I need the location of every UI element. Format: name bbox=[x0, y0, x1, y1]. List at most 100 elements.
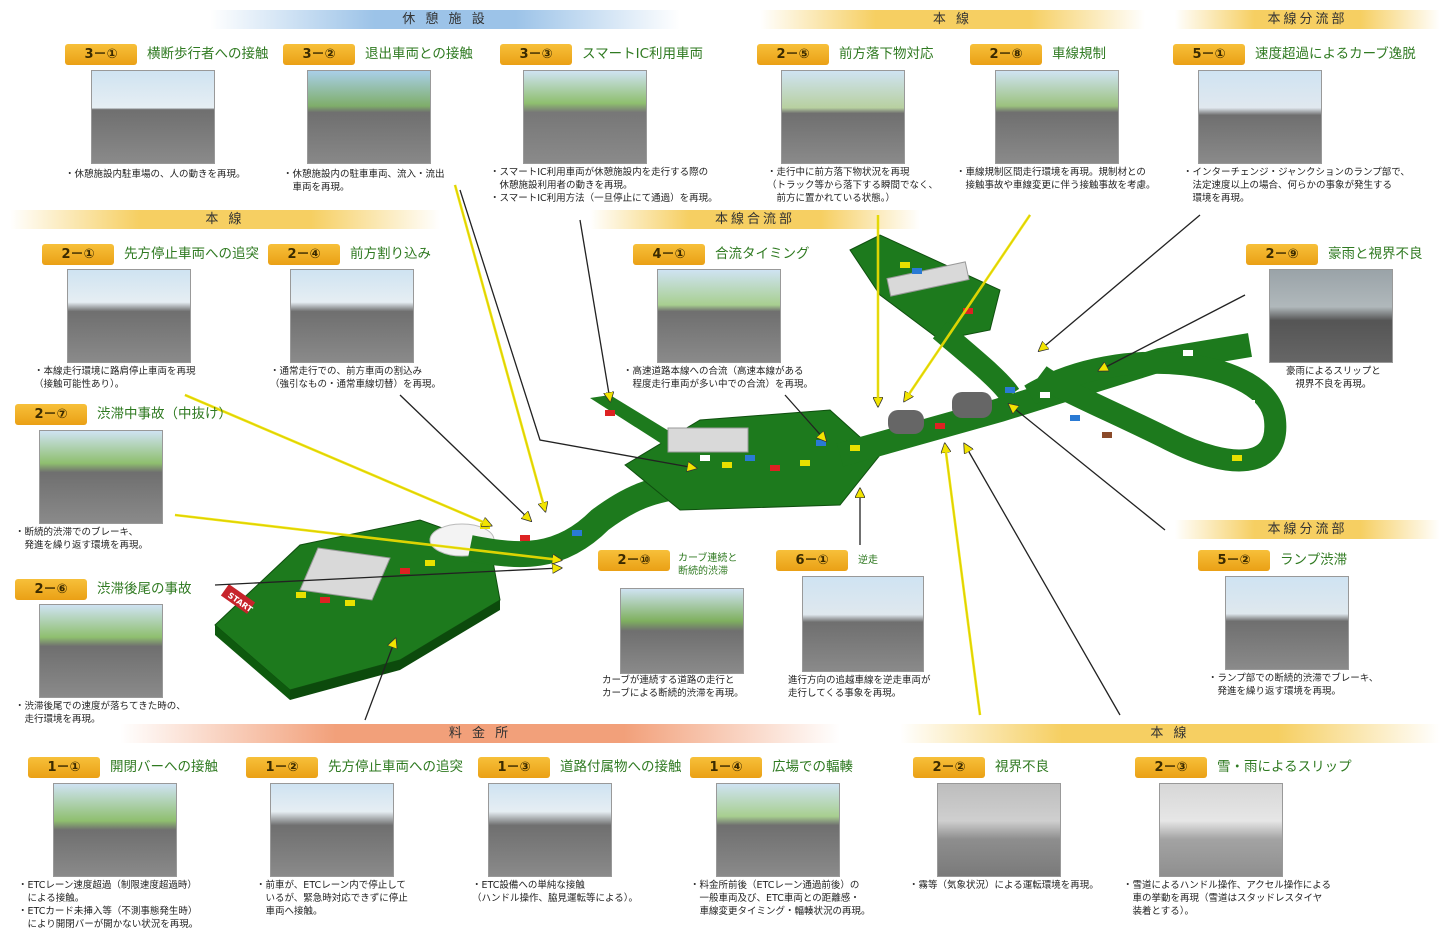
scenario-card-2-2: 2－② 視界不良 ・霧等（気象状況）による運転環境を再現。 bbox=[909, 755, 1133, 945]
scenario-title: 渋滞後尾の事故 bbox=[97, 581, 192, 597]
section-header-merge: 本線合流部 bbox=[590, 210, 920, 229]
scenario-title: スマートIC利用車両 bbox=[582, 46, 704, 62]
scenario-title: 開閉バーへの接触 bbox=[110, 759, 218, 775]
scenario-description: ・スマートIC利用車両が休憩施設内を走行する際の 休憩施設利用者の動きを再現。 … bbox=[490, 167, 718, 204]
scenario-description: ・休憩施設内駐車場の、人の動きを再現。 bbox=[65, 169, 246, 180]
scenario-screenshot bbox=[1225, 576, 1349, 670]
scenario-title: カーブ連続と 断続的渋滞 bbox=[678, 553, 738, 577]
scenario-title: 横断歩行者への接触 bbox=[147, 46, 269, 62]
scenario-card-5-2: 5－② ランプ渋滞 ・ランプ部での断続的渋滞でブレーキ、 発進を繰り返す環境を再現… bbox=[1198, 548, 1438, 708]
scenario-screenshot bbox=[307, 70, 431, 164]
scenario-description: ・渋滞後尾での速度が落ちてきた時の、 走行環境を再現。 bbox=[15, 701, 186, 725]
scenario-badge: 2－③ bbox=[1135, 757, 1207, 778]
scenario-description: カーブが連続する道路の走行と カーブによる断続的渋滞を再現。 bbox=[602, 675, 744, 699]
scenario-title: 先方停止車両への追突 bbox=[124, 246, 259, 262]
scenario-screenshot bbox=[270, 783, 394, 877]
scenario-badge: 3－③ bbox=[500, 44, 572, 65]
scenario-card-2-10: 2－⑩ カーブ連続と 断続的渋滞 カーブが連続する道路の走行と カーブによる断続的… bbox=[598, 548, 768, 708]
scenario-description: ・料金所前後（ETCレーン通過前後）の 一般車両及び、ETC車両との距離感・ 車… bbox=[690, 880, 871, 917]
scenario-card-1-4: 1－④ 広場での輻輳 ・料金所前後（ETCレーン通過前後）の 一般車両及び、ETC… bbox=[690, 755, 900, 945]
section-header-branch-right: 本線分流部 bbox=[1175, 520, 1440, 539]
scenario-screenshot bbox=[39, 604, 163, 698]
scenario-title: 車線規制 bbox=[1052, 46, 1106, 62]
section-header-branch-top: 本線分流部 bbox=[1175, 10, 1440, 29]
scenario-title: 雪・雨によるスリップ bbox=[1217, 759, 1352, 775]
scenario-screenshot bbox=[716, 783, 840, 877]
scenario-description: ・車線規制区間走行環境を再現。規制材との 接触事故や車線変更に伴う接触事故を考慮… bbox=[956, 167, 1156, 191]
scenario-badge: 2－② bbox=[913, 757, 985, 778]
scenario-card-4-1: 4－① 合流タイミング ・高速道路本線への合流（高速本線がある 程度走行車両が多い… bbox=[623, 242, 863, 397]
scenario-description: ・断続的渋滞でのブレーキ、 発進を繰り返す環境を再現。 bbox=[15, 527, 149, 551]
scenario-title: 前方割り込み bbox=[350, 246, 431, 262]
scenario-card-2-3: 2－③ 雪・雨によるスリップ ・雪道によるハンドル操作、アクセル操作による 車の挙… bbox=[1123, 755, 1405, 945]
scenario-screenshot bbox=[1159, 783, 1283, 877]
scenario-title: 広場での輻輳 bbox=[772, 759, 853, 775]
scenario-screenshot bbox=[1198, 70, 1322, 164]
scenario-description: 進行方向の追越車線を逆走車両が 走行してくる事象を再現。 bbox=[788, 675, 931, 699]
scenario-badge: 3－② bbox=[283, 44, 355, 65]
scenario-title: 速度超過によるカーブ逸脱 bbox=[1255, 46, 1416, 62]
scenario-screenshot bbox=[620, 588, 744, 674]
scenario-description: ・休憩施設内の駐車車両、流入・流出 車両を再現。 bbox=[283, 169, 445, 193]
scenario-screenshot bbox=[657, 269, 781, 363]
scenario-badge: 2－⑩ bbox=[598, 550, 670, 571]
scenario-badge: 1－② bbox=[246, 757, 318, 778]
scenario-screenshot bbox=[67, 269, 191, 363]
scenario-title: 逆走 bbox=[858, 555, 878, 566]
scenario-screenshot bbox=[523, 70, 647, 164]
scenario-badge: 2－⑦ bbox=[15, 404, 87, 425]
scenario-card-3-2: 3－② 退出車両との接触 ・休憩施設内の駐車車両、流入・流出 車両を再現。 bbox=[283, 42, 493, 202]
scenario-badge: 3－① bbox=[65, 44, 137, 65]
scenario-description: ・本線走行環境に路肩停止車両を再現 （接触可能性あり）。 bbox=[34, 366, 196, 390]
scenario-screenshot bbox=[91, 70, 215, 164]
scenario-description: ・ETCレーン速度超過（制限速度超過時） による接触。 ・ETCカード未挿入等（… bbox=[18, 880, 199, 930]
scenario-description: ・雪道によるハンドル操作、アクセル操作による 車の挙動を再現（雪道はスタッドレス… bbox=[1123, 880, 1331, 917]
scenario-card-2-1: 2－① 先方停止車両への追突 ・本線走行環境に路肩停止車両を再現 （接触可能性あり… bbox=[34, 242, 262, 397]
section-header-mainline-bottom: 本 線 bbox=[900, 724, 1440, 743]
section-header-tollgate: 料 金 所 bbox=[120, 724, 840, 743]
section-header-mainline-left: 本 線 bbox=[10, 210, 440, 229]
scenario-card-2-6: 2－⑥ 渋滞後尾の事故 ・渋滞後尾での速度が落ちてきた時の、 走行環境を再現。 bbox=[15, 577, 245, 732]
scenario-description: ・走行中に前方落下物状況を再現 （トラック等から落下する瞬間でなく、 前方に置か… bbox=[767, 167, 939, 204]
scenario-card-2-8: 2－⑧ 車線規制 ・車線規制区間走行環境を再現。規制材との 接触事故や車線変更に伴… bbox=[956, 42, 1180, 212]
scenario-badge: 2－⑥ bbox=[15, 579, 87, 600]
scenario-card-1-1: 1－① 開閉バーへの接触 ・ETCレーン速度超過（制限速度超過時） による接触。 … bbox=[18, 755, 248, 945]
scenario-screenshot bbox=[1269, 269, 1393, 363]
scenario-title: 合流タイミング bbox=[715, 246, 810, 262]
scenario-description: ・インターチェンジ・ジャンクションのランプ部で、 法定速度以上の場合、何らかの事… bbox=[1183, 167, 1410, 204]
scenario-screenshot bbox=[995, 70, 1119, 164]
scenario-description: ・高速道路本線への合流（高速本線がある 程度走行車両が多い中での合流）を再現。 bbox=[623, 366, 814, 390]
scenario-screenshot bbox=[39, 430, 163, 524]
scenario-badge: 5－② bbox=[1198, 550, 1270, 571]
scenario-screenshot bbox=[53, 783, 177, 877]
scenario-title: 道路付属物への接触 bbox=[560, 759, 682, 775]
scenario-description: ・霧等（気象状況）による運転環境を再現。 bbox=[909, 880, 1099, 891]
scenario-title: 退出車両との接触 bbox=[365, 46, 473, 62]
scenario-title: 前方落下物対応 bbox=[839, 46, 934, 62]
scenario-badge: 1－③ bbox=[478, 757, 550, 778]
scenario-badge: 2－① bbox=[42, 244, 114, 265]
scenario-badge: 2－⑨ bbox=[1246, 244, 1318, 265]
scenario-title: 視界不良 bbox=[995, 759, 1049, 775]
scenario-description: ・ランプ部での断続的渋滞でブレーキ、 発進を繰り返す環境を再現。 bbox=[1208, 673, 1379, 697]
scenario-title: ランプ渋滞 bbox=[1280, 552, 1348, 568]
scenario-badge: 2－⑧ bbox=[970, 44, 1042, 65]
scenario-screenshot bbox=[802, 576, 924, 672]
scenario-badge: 1－① bbox=[28, 757, 100, 778]
scenario-badge: 4－① bbox=[633, 244, 705, 265]
section-header-rest-area: 休 憩 施 設 bbox=[210, 10, 680, 29]
scenario-screenshot bbox=[290, 269, 414, 363]
scenario-card-3-1: 3－① 横断歩行者への接触 ・休憩施設内駐車場の、人の動きを再現。 bbox=[65, 42, 275, 202]
scenario-screenshot bbox=[781, 70, 905, 164]
scenario-title: 先方停止車両への追突 bbox=[328, 759, 463, 775]
scenario-badge: 1－④ bbox=[690, 757, 762, 778]
